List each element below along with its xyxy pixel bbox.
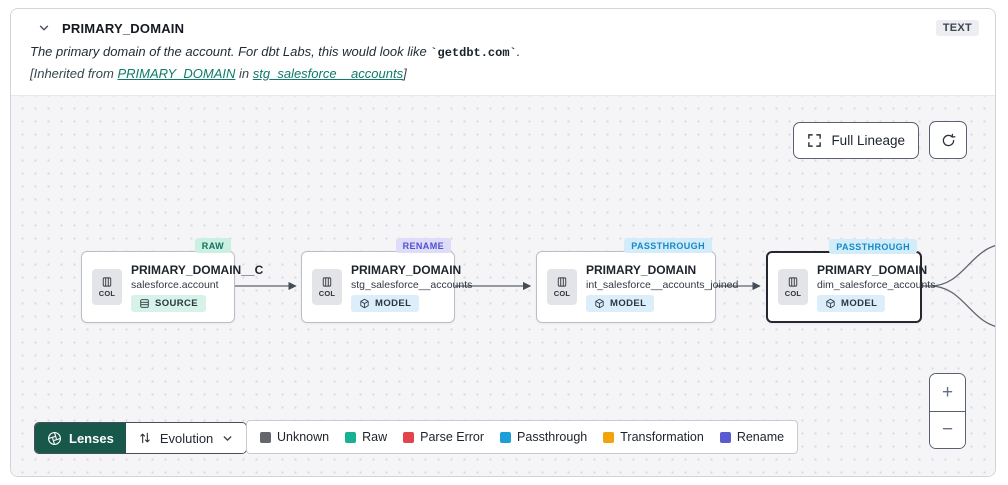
columns-icon bbox=[556, 276, 568, 288]
col-label: COL bbox=[553, 289, 571, 298]
column-title: PRIMARY_DOMAIN bbox=[62, 20, 185, 36]
model-cube-icon bbox=[594, 298, 605, 309]
lenses-control: Lenses Evolution bbox=[34, 422, 248, 454]
legend-item: Passthrough bbox=[500, 430, 587, 444]
badge-label: MODEL bbox=[841, 297, 878, 309]
description-period: . bbox=[516, 44, 521, 59]
lineage-canvas[interactable]: Full Lineage RAW COL PRIMARY_DOMAIN__C s… bbox=[11, 95, 995, 476]
fullscreen-icon bbox=[807, 133, 822, 148]
node-status-tag: RAW bbox=[194, 238, 231, 253]
legend-label: Unknown bbox=[277, 430, 330, 444]
legend-swatch bbox=[260, 431, 271, 443]
legend-item: Parse Error bbox=[403, 430, 484, 444]
lineage-node-dim-selected[interactable]: PASSTHROUGH COL PRIMARY_DOMAIN dim_sales… bbox=[766, 239, 936, 323]
refresh-button[interactable] bbox=[929, 121, 967, 159]
lenses-label: Lenses bbox=[69, 430, 114, 446]
node-status-tag: RENAME bbox=[395, 238, 451, 253]
lineage-node-source[interactable]: RAW COL PRIMARY_DOMAIN__C salesforce.acc… bbox=[81, 238, 264, 323]
node-model-name: salesforce.account bbox=[131, 278, 219, 291]
column-description: The primary domain of the account. For d… bbox=[30, 44, 979, 60]
legend-swatch bbox=[345, 431, 357, 443]
legend-item: Rename bbox=[719, 430, 785, 444]
legend-label: Passthrough bbox=[517, 430, 588, 444]
legend-item: Raw bbox=[345, 430, 387, 444]
inherited-prefix: [Inherited from bbox=[30, 66, 118, 81]
lineage-node-staging[interactable]: RENAME COL PRIMARY_DOMAIN stg_salesforce… bbox=[301, 238, 473, 323]
chevron-down-icon bbox=[221, 432, 234, 445]
col-label: COL bbox=[784, 289, 802, 298]
badge-label: MODEL bbox=[610, 297, 647, 309]
badge-label: MODEL bbox=[375, 297, 412, 309]
column-chip: COL bbox=[92, 269, 122, 305]
legend-swatch bbox=[719, 431, 731, 443]
column-header: PRIMARY_DOMAIN TEXT The primary domain o… bbox=[11, 9, 995, 95]
aperture-icon bbox=[47, 431, 62, 446]
column-chip: COL bbox=[312, 269, 342, 305]
full-lineage-label: Full Lineage bbox=[831, 133, 905, 148]
lens-dropdown-label: Evolution bbox=[159, 430, 214, 446]
column-type-badge: TEXT bbox=[935, 20, 979, 36]
node-model-name: int_salesforce__accounts_joined bbox=[586, 278, 739, 291]
legend-label: Transformation bbox=[620, 430, 704, 444]
columns-icon bbox=[321, 276, 333, 288]
legend-label: Raw bbox=[362, 430, 388, 444]
node-column-name: PRIMARY_DOMAIN bbox=[351, 262, 462, 277]
lenses-button[interactable]: Lenses bbox=[35, 423, 126, 453]
legend-label: Parse Error bbox=[420, 430, 485, 444]
lens-dropdown[interactable]: Evolution bbox=[125, 423, 247, 453]
legend-swatch bbox=[500, 431, 512, 443]
col-label: COL bbox=[98, 289, 116, 298]
lineage-legend: Unknown Raw Parse Error Passthrough Tran… bbox=[246, 420, 799, 454]
lineage-node-intermediate[interactable]: PASSTHROUGH COL PRIMARY_DOMAIN int_sales… bbox=[536, 238, 739, 323]
collapse-chevron-icon[interactable] bbox=[37, 21, 51, 35]
node-column-name: PRIMARY_DOMAIN__C bbox=[131, 262, 264, 277]
node-model-name: dim_salesforce_accounts bbox=[817, 278, 936, 291]
model-cube-icon bbox=[825, 298, 836, 309]
inherited-model-link[interactable]: stg_salesforce__accounts bbox=[252, 66, 404, 81]
legend-swatch bbox=[603, 431, 615, 443]
zoom-in-button[interactable]: + bbox=[930, 374, 965, 411]
inherited-suffix: ] bbox=[403, 66, 407, 81]
full-lineage-button[interactable]: Full Lineage bbox=[793, 122, 919, 159]
column-chip: COL bbox=[547, 269, 577, 305]
description-code: `getdbt.com` bbox=[430, 46, 517, 60]
node-resource-badge: SOURCE bbox=[131, 294, 207, 312]
col-label: COL bbox=[318, 289, 336, 298]
column-chip: COL bbox=[778, 269, 808, 305]
column-lineage-panel: PRIMARY_DOMAIN TEXT The primary domain o… bbox=[10, 8, 996, 477]
columns-icon bbox=[787, 276, 799, 288]
source-table-icon bbox=[139, 298, 150, 309]
columns-icon bbox=[101, 276, 113, 288]
node-model-name: stg_salesforce__accounts bbox=[351, 278, 473, 291]
badge-label: SOURCE bbox=[155, 297, 199, 309]
node-status-tag: PASSTHROUGH bbox=[829, 239, 917, 254]
node-column-name: PRIMARY_DOMAIN bbox=[586, 262, 697, 277]
legend-swatch bbox=[403, 431, 415, 443]
zoom-controls: + − bbox=[929, 373, 966, 449]
refresh-icon bbox=[940, 132, 957, 149]
inherited-column-link[interactable]: PRIMARY_DOMAIN bbox=[117, 66, 236, 81]
model-cube-icon bbox=[359, 298, 370, 309]
legend-label: Rename bbox=[736, 430, 785, 444]
evolution-arrows-icon bbox=[138, 431, 152, 445]
node-status-tag: PASSTHROUGH bbox=[624, 238, 712, 253]
zoom-out-button[interactable]: − bbox=[930, 411, 965, 448]
inherited-from-line: [Inherited from PRIMARY_DOMAIN in stg_sa… bbox=[30, 66, 979, 81]
description-text: The primary domain of the account. For d… bbox=[30, 44, 431, 59]
inherited-middle: in bbox=[235, 66, 253, 81]
node-resource-badge: MODEL bbox=[351, 294, 420, 312]
legend-item: Transformation bbox=[603, 430, 704, 444]
node-resource-badge: MODEL bbox=[817, 294, 886, 312]
node-column-name: PRIMARY_DOMAIN bbox=[817, 262, 928, 277]
node-resource-badge: MODEL bbox=[586, 294, 655, 312]
legend-item: Unknown bbox=[260, 430, 329, 444]
